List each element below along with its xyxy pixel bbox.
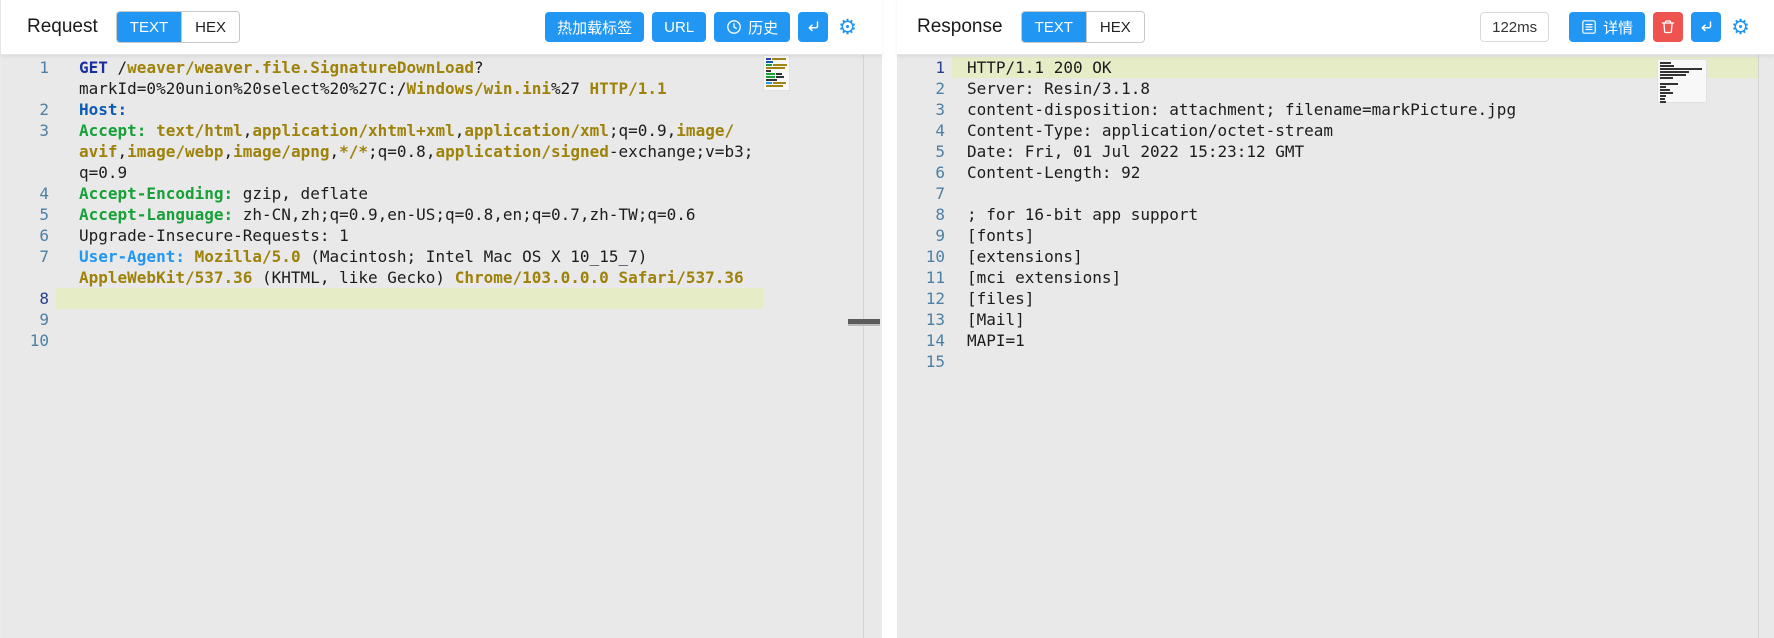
code-line[interactable]: 10: [1, 330, 882, 351]
line-number: 9: [935, 226, 945, 245]
code-line[interactable]: 9: [1, 309, 882, 330]
detail-button[interactable]: 详情: [1569, 12, 1646, 42]
code-line[interactable]: 10[extensions]: [897, 246, 1774, 267]
request-header: Request TEXT HEX 热加载标签 URL 历史: [1, 0, 882, 55]
hot-reload-tags-button[interactable]: 热加载标签: [545, 12, 645, 42]
line-number: 10: [29, 331, 49, 350]
code-line[interactable]: 11[mci extensions]: [897, 267, 1774, 288]
line-number: 8: [935, 205, 945, 224]
code-line[interactable]: avif,image/webp,image/apng,*/*;q=0.8,app…: [79, 142, 754, 161]
response-panel: Response TEXT HEX 122ms 详情: [897, 0, 1774, 638]
response-minimap[interactable]: [1657, 59, 1707, 103]
line-number: 3: [935, 100, 945, 119]
code-line[interactable]: 9[fonts]: [897, 225, 1774, 246]
line-number: 6: [935, 163, 945, 182]
history-button-label: 历史: [748, 19, 779, 37]
line-number: 8: [39, 289, 49, 308]
line-number: 2: [935, 79, 945, 98]
splitter-handle[interactable]: [848, 319, 880, 324]
url-button[interactable]: URL: [652, 12, 707, 42]
line-number: 9: [39, 310, 49, 329]
line-number: 5: [935, 142, 945, 161]
code-line[interactable]: q=0.9: [79, 163, 128, 182]
request-actions: 热加载标签 URL 历史 ⚙: [545, 12, 857, 42]
enter-icon: [1701, 21, 1712, 32]
response-settings-gear-icon[interactable]: ⚙: [1731, 15, 1750, 39]
line-number: 13: [925, 310, 945, 329]
request-panel: Request TEXT HEX 热加载标签 URL 历史: [0, 0, 882, 638]
response-tab-text[interactable]: TEXT: [1021, 12, 1086, 42]
code-line[interactable]: AppleWebKit/537.36 (KHTML, like Gecko) C…: [79, 268, 744, 287]
response-title: Response: [917, 16, 1003, 37]
code-line[interactable]: 8: [1, 288, 882, 309]
line-number: 5: [39, 205, 49, 224]
line-number: 1: [39, 58, 49, 77]
request-settings-gear-icon[interactable]: ⚙: [838, 15, 857, 39]
code-line[interactable]: 12[files]: [897, 288, 1774, 309]
request-tab-text[interactable]: TEXT: [116, 12, 182, 42]
line-number: 2: [39, 100, 49, 119]
response-tab-hex[interactable]: HEX: [1085, 12, 1144, 42]
line-number: 3: [39, 121, 49, 140]
response-header: Response TEXT HEX 122ms 详情: [897, 0, 1774, 55]
delete-response-button[interactable]: [1653, 12, 1684, 42]
line-number: 1: [935, 58, 945, 77]
line-number: 6: [39, 226, 49, 245]
request-scrollbar-track: [863, 55, 864, 638]
line-number: 7: [935, 184, 945, 203]
enter-icon: [808, 21, 819, 32]
code-line[interactable]: 7: [897, 183, 1774, 204]
latency-badge: 122ms: [1480, 12, 1550, 42]
panel-splitter[interactable]: [882, 0, 897, 638]
response-mode-toggle: TEXT HEX: [1020, 11, 1145, 43]
request-title: Request: [27, 16, 98, 37]
trash-icon: [1662, 20, 1675, 34]
request-mode-toggle: TEXT HEX: [115, 11, 240, 43]
line-number: 4: [935, 121, 945, 140]
detail-button-label: 详情: [1603, 19, 1634, 37]
detail-list-icon: [1582, 20, 1596, 34]
request-send-button[interactable]: [798, 12, 829, 42]
code-line[interactable]: 15: [897, 351, 1774, 372]
response-scrollbar-track: [1758, 55, 1759, 638]
request-minimap[interactable]: [763, 55, 790, 91]
clock-icon: [727, 20, 742, 34]
history-button[interactable]: 历史: [714, 12, 791, 42]
response-send-button[interactable]: [1691, 12, 1722, 42]
line-number: 12: [925, 289, 945, 308]
line-number: 10: [925, 247, 945, 266]
code-line[interactable]: 8; for 16-bit app support: [897, 204, 1774, 225]
line-number: 14: [925, 331, 945, 350]
response-actions: 122ms 详情: [1480, 12, 1750, 42]
request-tab-hex[interactable]: HEX: [181, 12, 239, 42]
line-number: 4: [39, 184, 49, 203]
line-number: 15: [925, 352, 945, 371]
line-number: 7: [39, 247, 49, 266]
code-line[interactable]: 13[Mail]: [897, 309, 1774, 330]
line-number: 11: [925, 268, 945, 287]
code-line[interactable]: markId=0%20union%20select%20%27C:/Window…: [79, 79, 667, 98]
